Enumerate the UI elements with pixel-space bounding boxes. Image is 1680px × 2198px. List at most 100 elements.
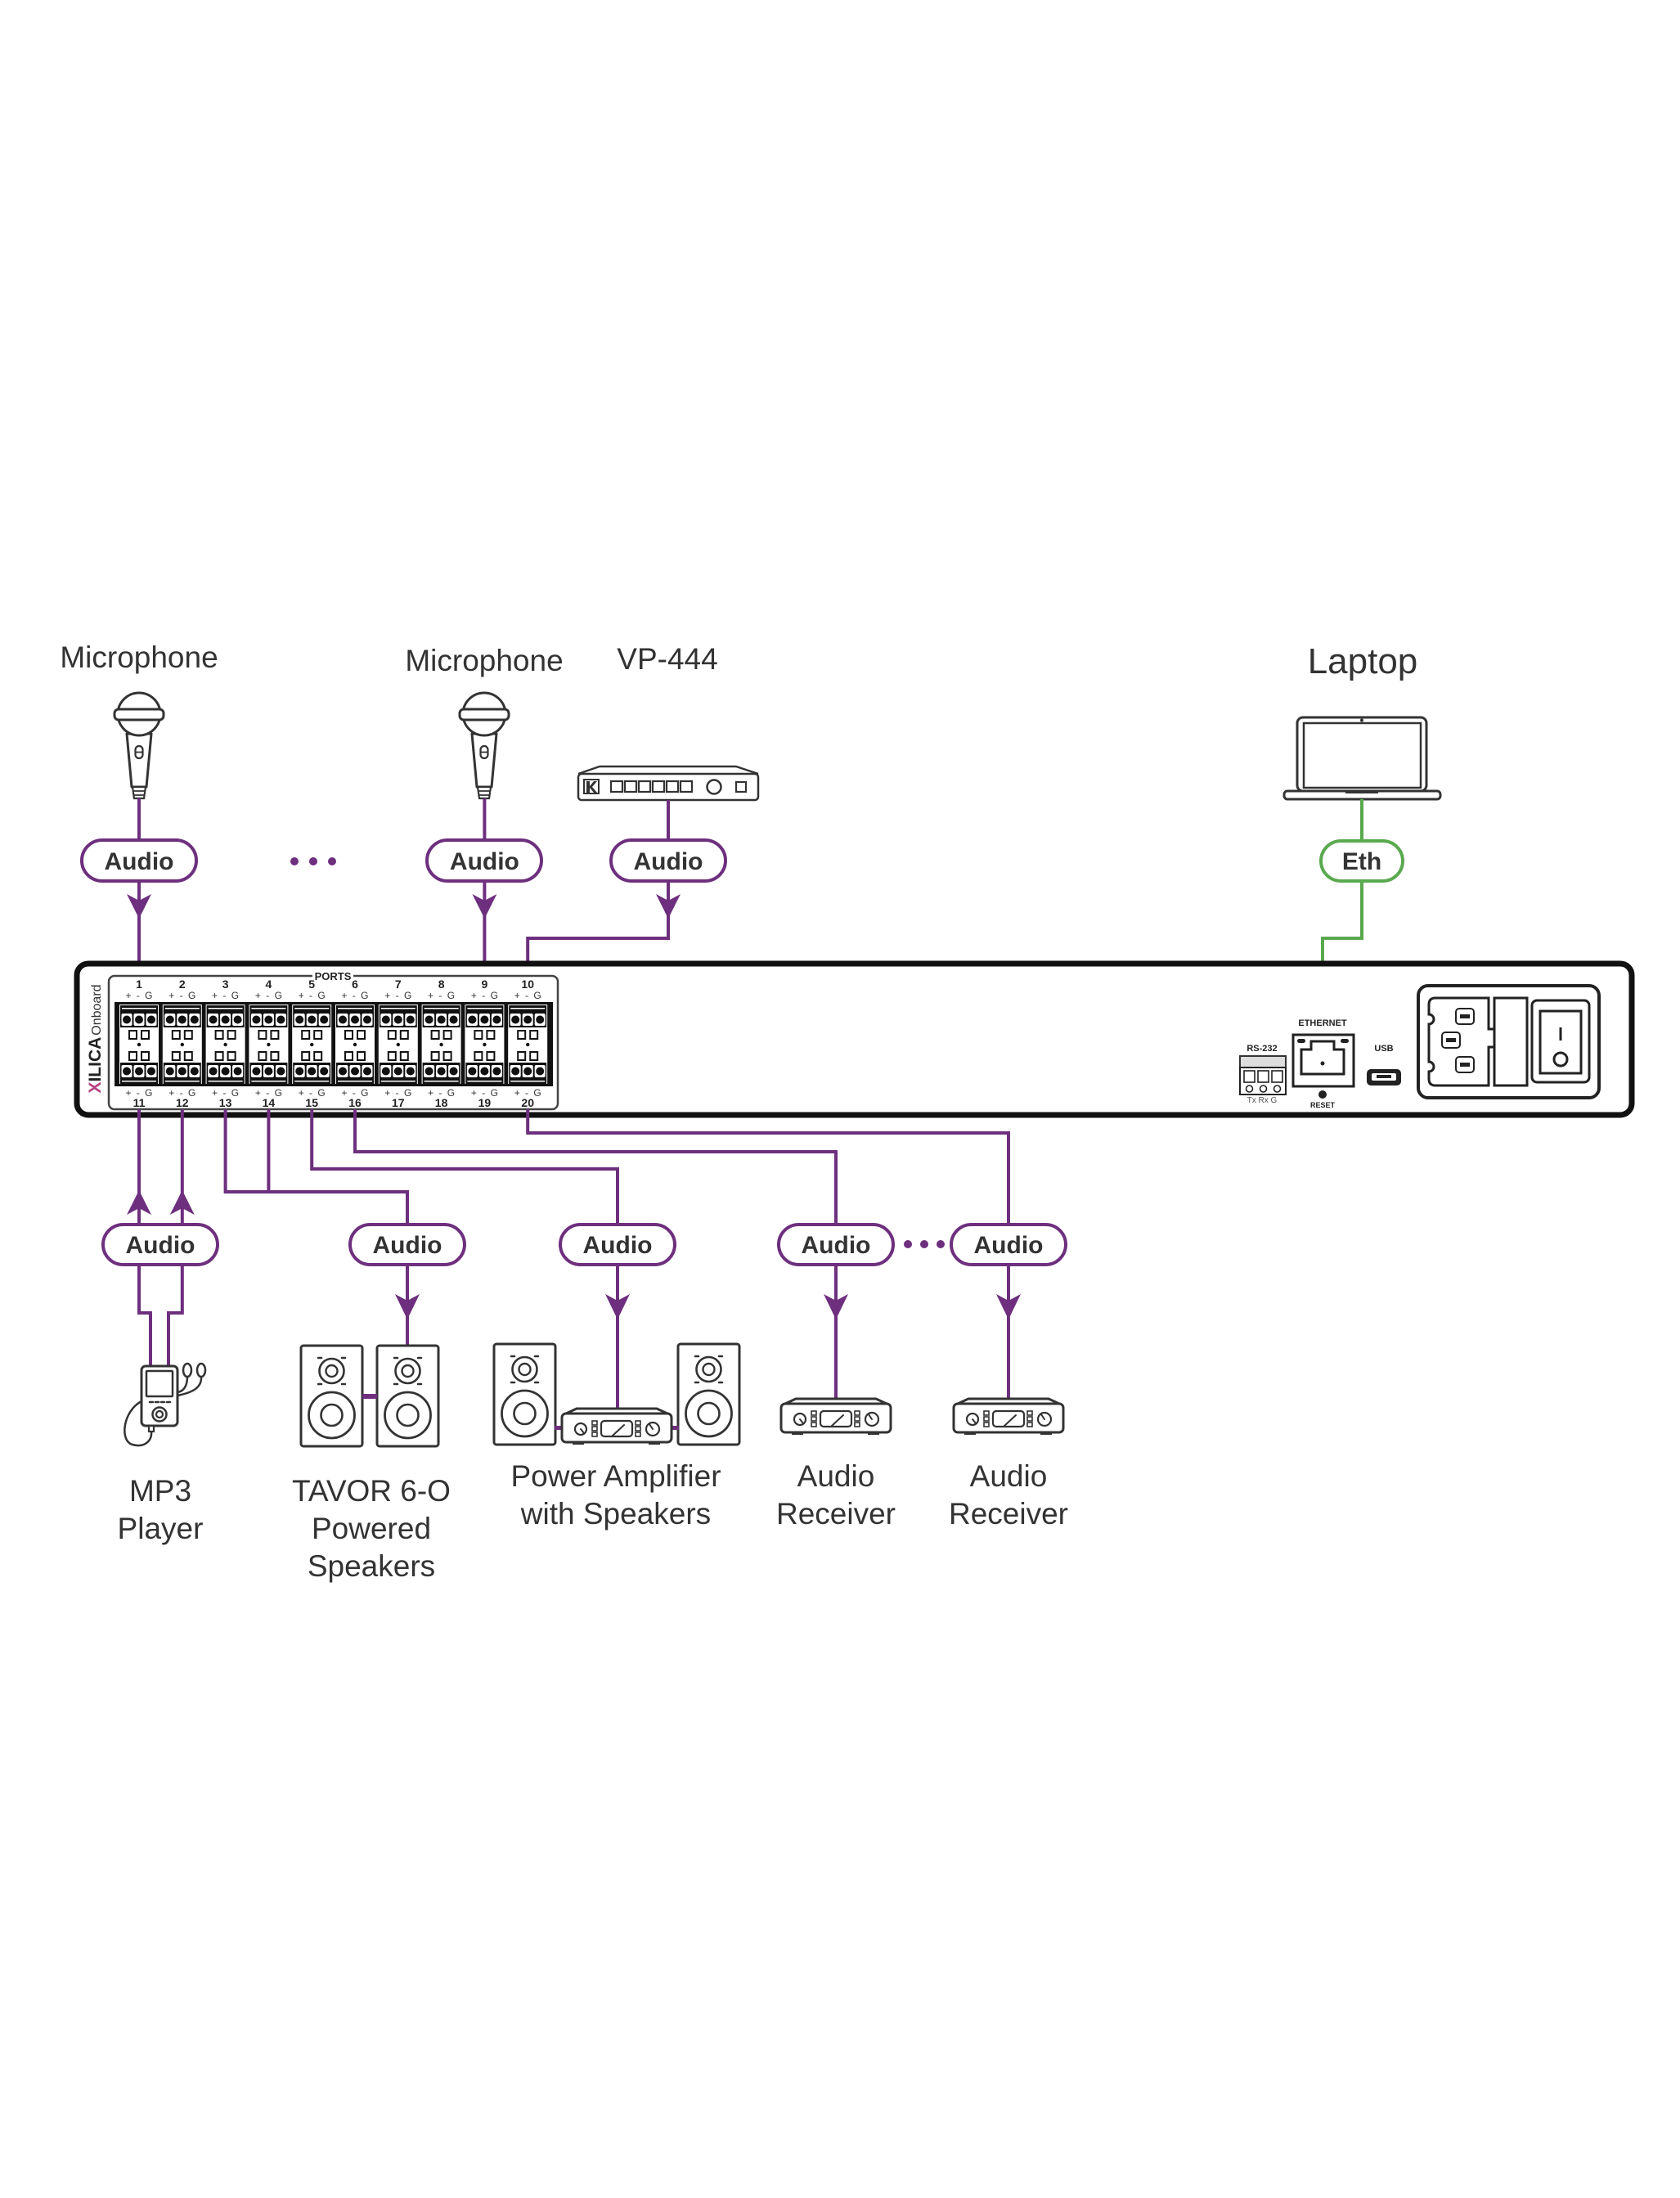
arrow-down-icon	[395, 1294, 420, 1319]
latch-icon	[313, 1030, 323, 1040]
speaker-link	[555, 1426, 562, 1430]
audio-link-badge: Audio	[101, 1223, 219, 1266]
bottom-terminal-block-icon	[249, 1063, 288, 1085]
mp3-player-label: MP3 Player	[118, 1474, 204, 1545]
bottom-port-number: 18	[435, 1096, 448, 1109]
brand-mark: X	[86, 1082, 105, 1094]
arrow-down-icon	[824, 1294, 848, 1319]
top-terminal-block-icon	[336, 1005, 374, 1027]
bottom-pin-labels: + - G	[299, 1087, 326, 1099]
latch-icon	[128, 1030, 137, 1040]
audio-link-badge: Audio	[950, 1223, 1067, 1266]
top-terminal-block-icon	[509, 1005, 547, 1027]
bottom-terminal-block-icon	[293, 1063, 331, 1085]
terminal-pin-icon	[393, 1015, 402, 1024]
top-pin-labels: + - G	[299, 990, 326, 1001]
top-terminal-block-icon	[422, 1005, 460, 1027]
terminal-edge	[208, 1081, 243, 1082]
terminal-pin-icon	[393, 1067, 402, 1076]
terminal-pin-icon	[406, 1067, 415, 1076]
label-line: Power Amplifier	[510, 1459, 721, 1493]
audio-cable-port-16	[353, 1109, 838, 1399]
brand-sub: Onboard	[90, 984, 104, 1035]
reset-button-icon	[1318, 1090, 1327, 1099]
bottom-terminal-block-icon	[163, 1063, 201, 1085]
terminal-pin-icon	[320, 1015, 329, 1024]
port-column: 10+ - G+ - G20	[508, 978, 548, 1109]
terminal-pin-icon	[295, 1067, 304, 1076]
top-port-number: 1	[136, 978, 142, 991]
bottom-port-number: 11	[133, 1096, 146, 1109]
rs232-pin-labels: Tx Rx G	[1247, 1096, 1278, 1105]
bottom-port-number: 13	[219, 1096, 232, 1109]
latch-icon	[128, 1051, 137, 1061]
terminal-pin-icon	[511, 1067, 520, 1076]
latch-icon	[442, 1051, 452, 1061]
rs232-label: RS-232	[1247, 1044, 1277, 1054]
bottom-port-number: 14	[263, 1096, 276, 1109]
top-port-number: 7	[395, 978, 402, 991]
latch-icon	[529, 1030, 539, 1040]
reset-label: RESET	[1310, 1101, 1336, 1109]
top-port-number: 5	[308, 978, 315, 991]
terminal-pin-icon	[437, 1015, 446, 1024]
top-terminal-block-icon	[163, 1005, 201, 1027]
audio-link-text: Audio	[802, 1232, 871, 1259]
arrow-down-icon	[996, 1294, 1021, 1319]
terminal-pin-icon	[165, 1067, 174, 1076]
port-column: 9+ - G+ - G19	[465, 978, 505, 1109]
center-dot	[267, 1042, 271, 1047]
top-pin-labels: + - G	[471, 990, 498, 1001]
terminal-pin-icon	[468, 1067, 477, 1076]
terminal-pin-icon	[190, 1015, 199, 1024]
terminal-pin-icon	[492, 1015, 501, 1024]
audio-link-text: Audio	[126, 1232, 195, 1259]
bottom-pin-labels: + - G	[341, 1087, 368, 1099]
terminal-pin-icon	[221, 1067, 230, 1076]
more-outputs-ellipsis	[904, 1240, 945, 1248]
microphone-icon	[458, 691, 510, 800]
terminal-edge	[467, 1008, 502, 1009]
latch-icon	[357, 1030, 366, 1040]
center-dot	[310, 1042, 314, 1047]
arrow-up-icon	[169, 1190, 195, 1215]
port-column: 5+ - G+ - G15	[292, 978, 332, 1109]
label-line: Receiver	[949, 1497, 1068, 1531]
bottom-pin-labels: + - G	[125, 1087, 152, 1099]
terminal-pin-icon	[209, 1015, 218, 1024]
terminal-edge	[510, 1008, 546, 1009]
terminal-edge	[164, 1008, 200, 1009]
bottom-pin-labels: + - G	[212, 1087, 239, 1099]
audio-cable-port-20	[526, 1109, 1010, 1399]
bottom-terminal-block-icon	[336, 1063, 374, 1085]
terminal-pin-icon	[264, 1067, 273, 1076]
terminal-pin-icon	[536, 1015, 545, 1024]
terminal-pin-icon	[381, 1015, 390, 1024]
top-port-number: 4	[266, 978, 272, 991]
audio-link-text: Audio	[373, 1232, 442, 1259]
top-port-number: 10	[521, 978, 534, 991]
bottom-port-number: 20	[521, 1096, 534, 1109]
terminal-edge	[467, 1081, 502, 1082]
latch-icon	[313, 1051, 323, 1061]
audio-link-text: Audio	[634, 848, 703, 875]
terminal-pin-icon	[123, 1067, 131, 1076]
ethernet-label: ETHERNET	[1298, 1018, 1347, 1028]
bottom-pin-labels: + - G	[168, 1087, 195, 1099]
latch-icon	[183, 1030, 193, 1040]
top-port-number: 3	[222, 978, 229, 991]
terminal-pin-icon	[424, 1015, 433, 1024]
terminal-pin-icon	[480, 1015, 489, 1024]
top-pin-labels: + - G	[125, 990, 152, 1001]
tavor-speakers-icon	[299, 1344, 440, 1448]
terminal-pin-icon	[320, 1067, 329, 1076]
latch-icon	[430, 1051, 440, 1061]
speaker-link	[362, 1394, 377, 1399]
brand-logo: XILICAOnboard	[86, 984, 105, 1093]
bottom-terminal-block-icon	[120, 1063, 158, 1085]
latch-icon	[171, 1030, 181, 1040]
audio-link-text: Audio	[105, 848, 174, 875]
top-port-number: 9	[482, 978, 488, 991]
